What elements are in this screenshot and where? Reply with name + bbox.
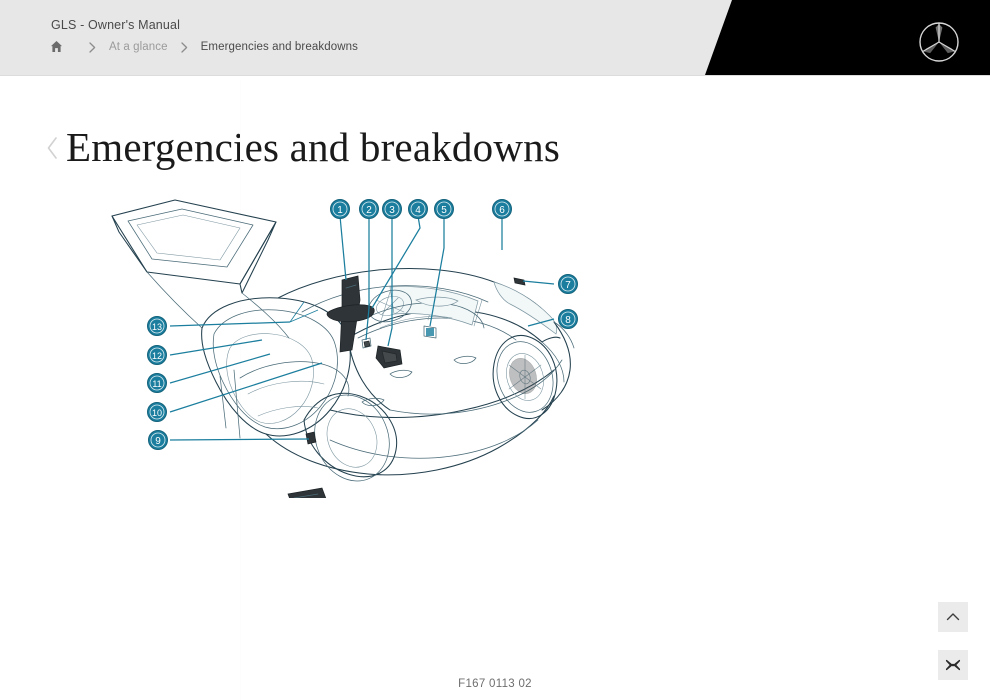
figure-caption: F167 0113 02 — [458, 678, 532, 690]
callout-5[interactable]: 5 — [434, 199, 454, 219]
callout-4[interactable]: 4 — [408, 199, 428, 219]
mercedes-benz-star-logo-icon — [919, 22, 959, 62]
callout-10[interactable]: 10 — [147, 402, 167, 422]
chevron-left-icon[interactable] — [46, 136, 59, 160]
callout-8[interactable]: 8 — [558, 309, 578, 329]
callout-6[interactable]: 6 — [492, 199, 512, 219]
page-title: Emergencies and breakdowns — [66, 124, 560, 171]
callout-12[interactable]: 12 — [147, 345, 167, 365]
callout-badges: 1 2 3 4 — [147, 199, 578, 450]
chevron-right-icon — [180, 42, 187, 53]
callout-13[interactable]: 13 — [147, 316, 167, 336]
svg-text:11: 11 — [152, 379, 161, 389]
svg-text:6: 6 — [499, 205, 505, 216]
scroll-to-top-button[interactable] — [938, 602, 968, 632]
chevron-up-icon — [946, 613, 960, 621]
svg-text:3: 3 — [389, 205, 395, 216]
brand-panel — [705, 0, 990, 75]
page-title-row: Emergencies and breakdowns — [46, 100, 560, 196]
svg-text:1: 1 — [337, 205, 343, 216]
breadcrumb: At a glance Emergencies and breakdowns — [50, 40, 358, 53]
svg-text:7: 7 — [565, 280, 571, 291]
svg-text:5: 5 — [441, 205, 447, 216]
svg-text:12: 12 — [152, 351, 162, 361]
site-header: GLS - Owner's Manual At a glance Emergen… — [0, 0, 990, 76]
svg-text:13: 13 — [152, 322, 162, 332]
manual-title: GLS - Owner's Manual — [51, 18, 181, 32]
feedback-icon — [945, 659, 961, 671]
svg-text:4: 4 — [415, 205, 421, 216]
chevron-right-icon — [89, 42, 96, 53]
svg-text:8: 8 — [565, 315, 571, 326]
callout-7[interactable]: 7 — [558, 274, 578, 294]
callout-3[interactable]: 3 — [382, 199, 402, 219]
svg-text:2: 2 — [366, 205, 372, 216]
breadcrumb-item-current: Emergencies and breakdowns — [200, 40, 358, 53]
content-column-divider — [240, 80, 241, 700]
callout-11[interactable]: 11 — [147, 373, 167, 393]
vehicle-diagram: .ol { fill:none; stroke:#24414f; stroke-… — [90, 188, 610, 498]
home-icon[interactable] — [50, 40, 63, 53]
feedback-button[interactable] — [938, 650, 968, 680]
callout-2[interactable]: 2 — [359, 199, 379, 219]
callout-9[interactable]: 9 — [148, 430, 168, 450]
breadcrumb-item-at-a-glance[interactable]: At a glance — [109, 40, 168, 53]
svg-text:10: 10 — [152, 408, 162, 418]
callout-1[interactable]: 1 — [330, 199, 350, 219]
svg-text:9: 9 — [155, 436, 161, 447]
